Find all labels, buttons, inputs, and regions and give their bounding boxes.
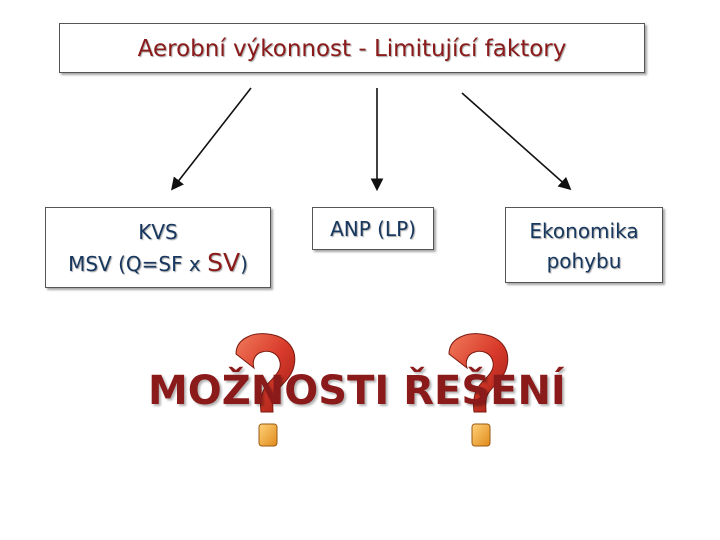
diagram-title: Aerobní výkonnost - Limitující faktory <box>137 36 567 62</box>
arrow-down-right-icon <box>461 92 572 191</box>
kvs-label: KVS <box>138 220 178 244</box>
anp-box: ANP (LP) <box>312 207 434 250</box>
anp-label: ANP (LP) <box>330 217 416 241</box>
economy-box: Ekonomika pohybu <box>505 207 663 283</box>
msv-formula-suffix: ) <box>240 252 248 276</box>
solutions-heading: MOŽNOSTI ŘEŠENÍ <box>148 368 566 414</box>
title-box: Aerobní výkonnost - Limitující faktory <box>59 23 645 73</box>
economy-line1: Ekonomika <box>529 219 639 243</box>
sv-emphasis: SV <box>207 248 241 277</box>
economy-line2: pohybu <box>546 249 622 273</box>
msv-formula: MSV (Q=SF x SV) <box>46 246 270 281</box>
question-mark-icon <box>448 333 509 447</box>
arrow-down-left-icon <box>171 87 252 191</box>
msv-formula-prefix: MSV (Q=SF x <box>68 252 208 276</box>
kvs-box: KVS MSV (Q=SF x SV) <box>45 207 271 288</box>
question-mark-icon <box>235 333 296 447</box>
